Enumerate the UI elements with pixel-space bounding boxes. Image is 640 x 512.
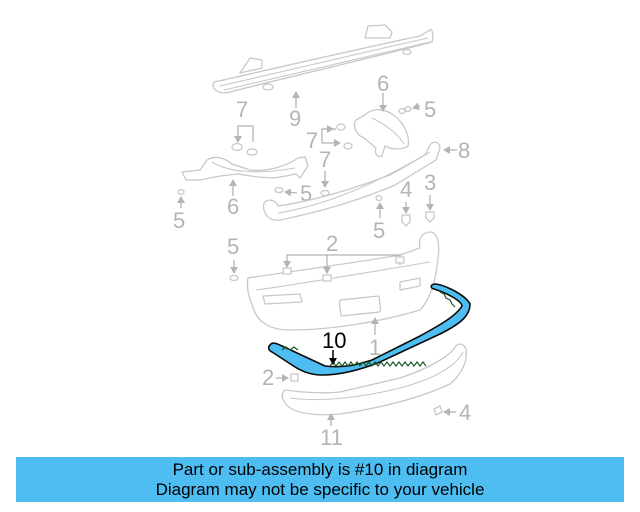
callout-1[interactable]: 1 bbox=[369, 335, 381, 360]
callout-8[interactable]: 8 bbox=[458, 138, 470, 163]
clip-part-5-lower-left[interactable] bbox=[229, 274, 239, 282]
callout-5-lower-left[interactable]: 5 bbox=[227, 234, 239, 259]
callout-11[interactable]: 11 bbox=[320, 425, 343, 450]
bolt-part-4[interactable] bbox=[401, 214, 411, 227]
callout-5-top-right[interactable]: 5 bbox=[424, 97, 436, 122]
callout-2-group[interactable]: 2 bbox=[326, 231, 338, 256]
impact-bar-part-9[interactable] bbox=[212, 24, 434, 94]
bracket-part-6-left[interactable] bbox=[181, 156, 309, 181]
callout-6-top[interactable]: 6 bbox=[377, 71, 389, 96]
lower-valance-part-11[interactable] bbox=[281, 343, 468, 416]
callout-4-bottom[interactable]: 4 bbox=[459, 400, 471, 425]
clip-part-7-b[interactable] bbox=[246, 148, 258, 156]
leader-5-mid bbox=[284, 188, 298, 197]
clip-part-2-b[interactable] bbox=[322, 274, 332, 282]
callout-7-left[interactable]: 7 bbox=[236, 97, 248, 122]
energy-absorber-strip-part-10[interactable] bbox=[267, 283, 471, 376]
callout-2-bottom[interactable]: 2 bbox=[262, 365, 274, 390]
banner-line-disclaimer: Diagram may not be specific to your vehi… bbox=[155, 480, 485, 499]
clip-part-7-d[interactable] bbox=[343, 142, 353, 150]
callout-3[interactable]: 3 bbox=[424, 170, 436, 195]
callout-7-lower[interactable]: 7 bbox=[319, 147, 331, 172]
rear-bumper-fascia-part-1[interactable] bbox=[246, 231, 440, 331]
callout-5-lower-mid[interactable]: 5 bbox=[373, 218, 385, 243]
leader-7-mid bbox=[321, 128, 336, 143]
callout-7-mid[interactable]: 7 bbox=[306, 128, 318, 153]
part-info-banner: Part or sub-assembly is #10 in diagram D… bbox=[16, 457, 624, 502]
callout-4[interactable]: 4 bbox=[400, 177, 412, 202]
bolt-part-3[interactable] bbox=[425, 211, 435, 223]
clip-part-2-c[interactable] bbox=[395, 256, 405, 264]
clip-part-5-far-left[interactable] bbox=[177, 188, 185, 196]
bolt-part-4-bottom[interactable] bbox=[433, 405, 443, 416]
banner-line-part-number: Part or sub-assembly is #10 in diagram bbox=[172, 460, 468, 479]
clip-part-2-bottom[interactable] bbox=[290, 373, 299, 382]
callout-10[interactable]: 10 bbox=[322, 328, 346, 353]
clip-part-7-a[interactable] bbox=[231, 142, 243, 152]
callout-5-far-left[interactable]: 5 bbox=[173, 208, 185, 233]
clip-part-7-c[interactable] bbox=[336, 123, 346, 131]
rail-part-8[interactable] bbox=[262, 141, 441, 221]
clip-part-5-mid[interactable] bbox=[274, 186, 284, 194]
bracket-part-6-right[interactable] bbox=[353, 108, 410, 158]
callout-9[interactable]: 9 bbox=[289, 106, 301, 131]
clip-part-5-top-right[interactable] bbox=[398, 105, 412, 115]
clip-part-2-a[interactable] bbox=[282, 267, 292, 275]
leader-5-top-right bbox=[412, 102, 421, 111]
clip-part-5-lower-mid[interactable] bbox=[375, 194, 383, 202]
leader-7-left bbox=[237, 125, 254, 142]
callout-6-left[interactable]: 6 bbox=[227, 194, 239, 219]
